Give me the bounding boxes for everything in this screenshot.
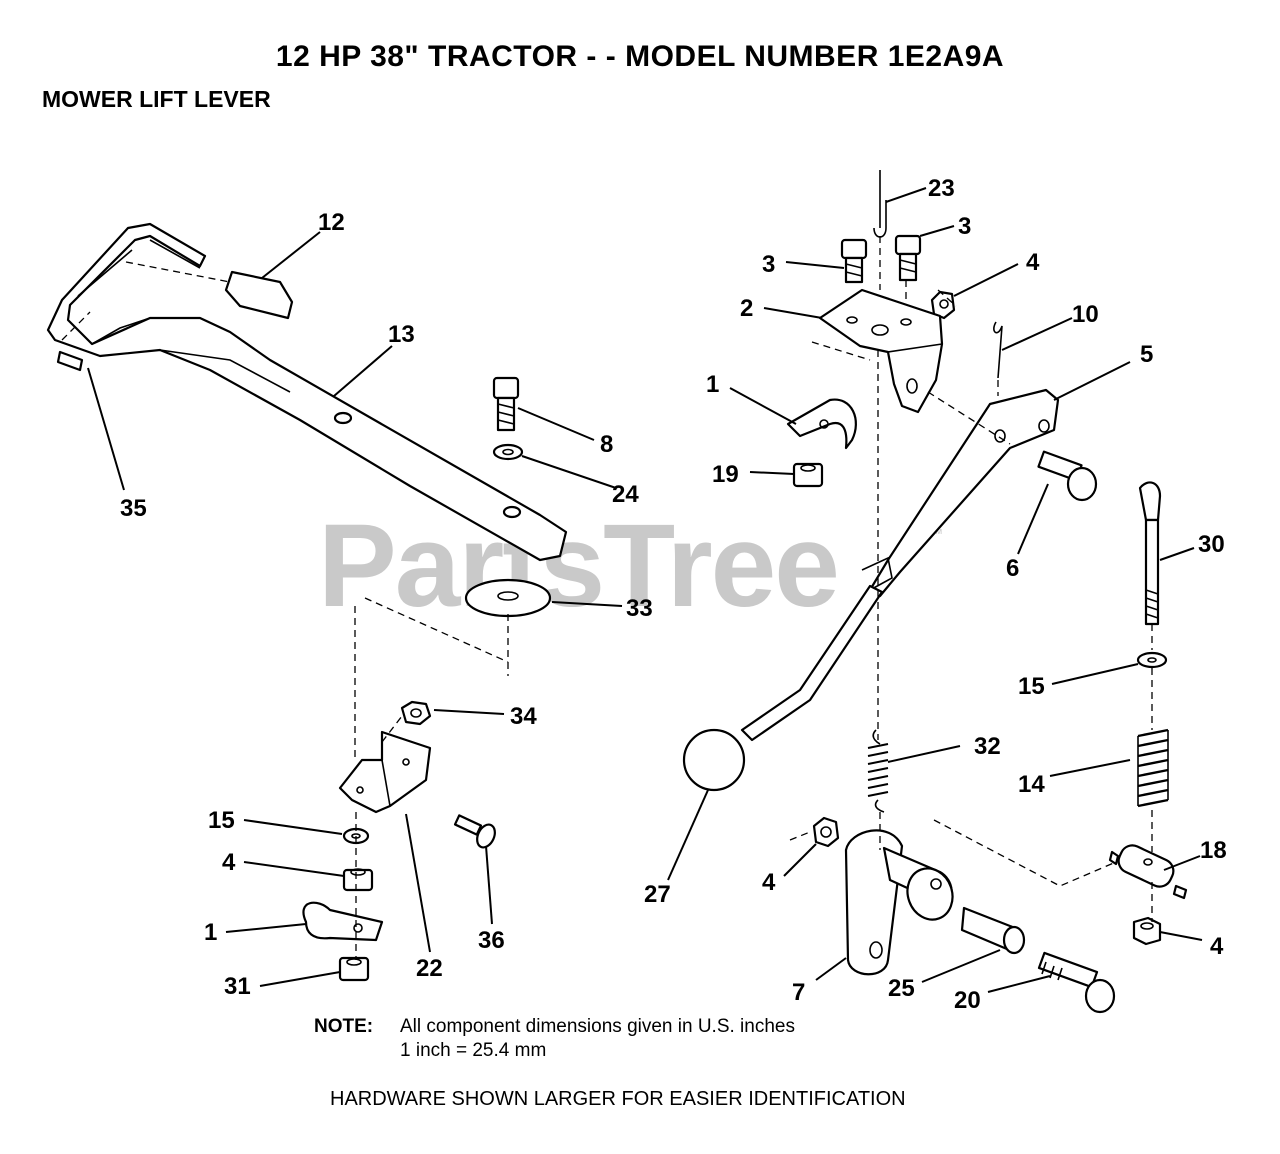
washer-part-15-right[interactable] xyxy=(1136,651,1168,669)
bolt-part-3-right[interactable] xyxy=(894,234,922,282)
callout-32: 32 xyxy=(974,733,1001,760)
callout-24: 24 xyxy=(612,481,639,508)
callout-3-right: 3 xyxy=(958,213,971,240)
callout-20: 20 xyxy=(954,987,981,1014)
lift-lever-part-13[interactable] xyxy=(46,222,568,562)
nut-part-31[interactable] xyxy=(338,956,370,982)
diagram-title: 12 HP 38" TRACTOR - - MODEL NUMBER 1E2A9… xyxy=(275,40,1005,73)
pin-part-25[interactable] xyxy=(960,906,1026,955)
lever-part-5[interactable] xyxy=(861,388,1060,598)
bracket-part-2[interactable] xyxy=(818,288,944,414)
bolt-part-20[interactable] xyxy=(1037,951,1116,1014)
callout-19: 19 xyxy=(712,461,739,488)
bolt-part-6[interactable] xyxy=(1037,450,1098,502)
nut-part-4-bottom[interactable] xyxy=(1132,916,1162,946)
callout-4-mid: 4 xyxy=(762,869,776,896)
washer-part-33[interactable] xyxy=(464,578,552,618)
leader-lines xyxy=(87,187,1203,993)
callout-27: 27 xyxy=(644,881,671,908)
callout-13: 13 xyxy=(388,321,415,348)
callout-1-left: 1 xyxy=(204,919,217,946)
callout-10: 10 xyxy=(1072,301,1099,328)
callout-34: 34 xyxy=(510,703,537,730)
callout-15-right: 15 xyxy=(1018,673,1045,700)
cotter-pin-part-10[interactable] xyxy=(993,321,1003,379)
note-line-1: All component dimensions given in U.S. i… xyxy=(400,1016,795,1037)
pivot-arm-part-7[interactable] xyxy=(844,829,960,976)
callout-25: 25 xyxy=(888,975,915,1002)
bracket-part-22[interactable] xyxy=(338,730,432,814)
callout-33: 33 xyxy=(626,595,653,622)
callout-36: 36 xyxy=(478,927,505,954)
callout-15-left: 15 xyxy=(208,807,235,834)
callout-8: 8 xyxy=(600,431,613,458)
footer-note: HARDWARE SHOWN LARGER FOR EASIER IDENTIF… xyxy=(330,1088,906,1110)
grip-part-12[interactable] xyxy=(224,270,294,320)
callout-4-top: 4 xyxy=(1026,249,1040,276)
cotter-pin-part-23[interactable] xyxy=(873,170,887,238)
bolt-part-3-left[interactable] xyxy=(840,238,868,284)
bolt-part-8[interactable] xyxy=(492,376,520,432)
spring-part-14[interactable] xyxy=(1137,728,1169,808)
callout-18: 18 xyxy=(1200,837,1227,864)
callout-23: 23 xyxy=(928,175,955,202)
bolt-part-36[interactable] xyxy=(453,814,498,850)
pin-part-35[interactable] xyxy=(56,350,84,372)
clip-part-1-left[interactable] xyxy=(302,901,384,942)
note-label: NOTE: xyxy=(314,1016,374,1037)
clip-part-1-right[interactable] xyxy=(786,398,857,450)
callout-1-right: 1 xyxy=(706,371,719,398)
callout-6: 6 xyxy=(1006,555,1019,582)
nut-part-19[interactable] xyxy=(792,462,824,488)
knob-part-27[interactable] xyxy=(682,728,746,792)
diagram-subtitle: MOWER LIFT LEVER xyxy=(42,86,271,112)
callout-22: 22 xyxy=(416,955,443,982)
callout-5: 5 xyxy=(1140,341,1153,368)
washer-part-24[interactable] xyxy=(492,443,524,461)
callout-35: 35 xyxy=(120,495,147,522)
callout-3-left: 3 xyxy=(762,251,775,278)
callout-12: 12 xyxy=(318,209,345,236)
nut-part-4-left[interactable] xyxy=(342,868,374,892)
callout-14: 14 xyxy=(1018,771,1045,798)
callout-4-bottom: 4 xyxy=(1210,933,1224,960)
rod-part-27[interactable] xyxy=(740,584,884,742)
nut-part-34[interactable] xyxy=(400,700,432,726)
watermark: PartsTree xyxy=(318,500,840,632)
spring-part-32[interactable] xyxy=(867,729,889,813)
callout-31: 31 xyxy=(224,973,251,1000)
rod-part-30[interactable] xyxy=(1138,481,1162,626)
callout-7: 7 xyxy=(792,979,805,1006)
callout-2: 2 xyxy=(740,295,753,322)
note-line-2: 1 inch = 25.4 mm xyxy=(400,1040,547,1061)
nut-part-4-mid[interactable] xyxy=(812,816,840,848)
callout-4-left: 4 xyxy=(222,849,236,876)
callout-30: 30 xyxy=(1198,531,1225,558)
swivel-part-18[interactable] xyxy=(1108,841,1188,900)
